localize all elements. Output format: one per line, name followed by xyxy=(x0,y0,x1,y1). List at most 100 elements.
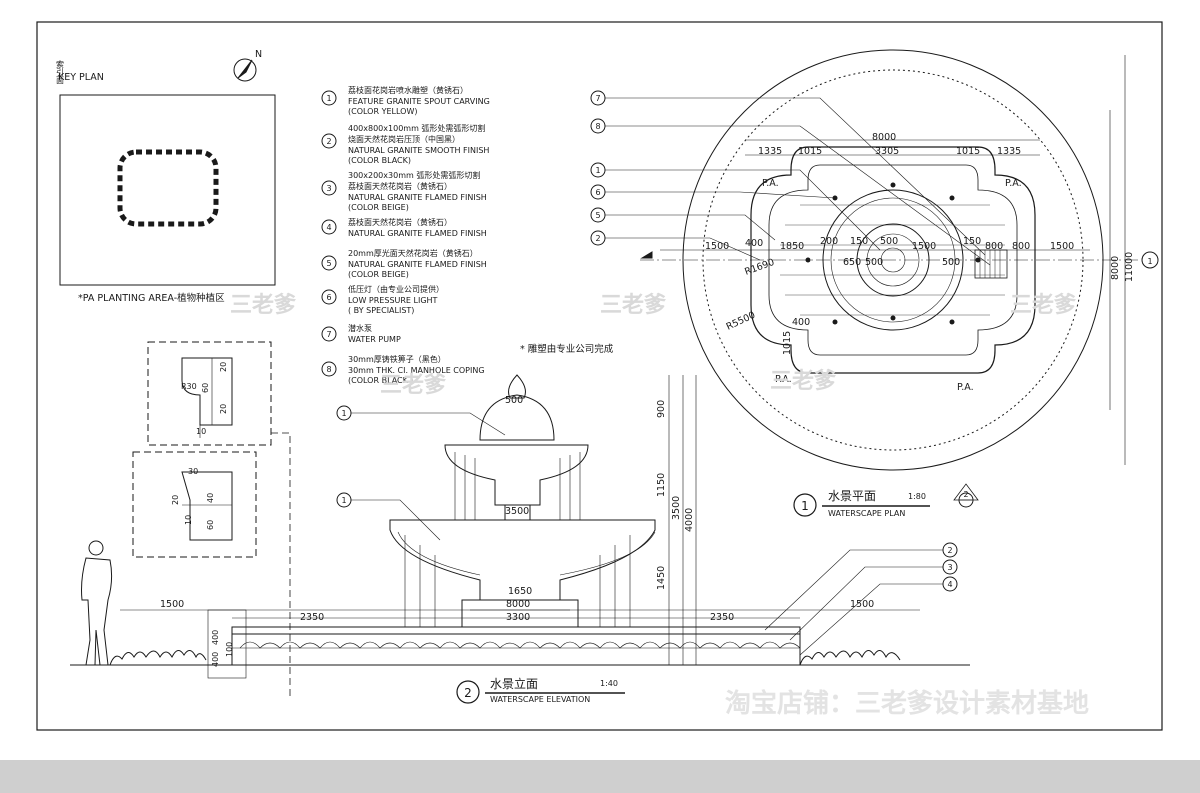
plan-dim: 200 xyxy=(820,236,838,247)
svg-text:1: 1 xyxy=(326,94,331,103)
water-jets xyxy=(404,452,631,627)
svg-text:5: 5 xyxy=(326,259,331,268)
svg-text:1: 1 xyxy=(595,166,600,175)
human-scale-figure xyxy=(81,540,113,666)
legend-item: 8 30mm厚铸铁箅子（黑色） 30mm THK. CI. MANHOLE CO… xyxy=(321,354,485,385)
pa-label: P.A. xyxy=(1005,178,1022,189)
svg-text:30mm THK. CI. MANHOLE COPING: 30mm THK. CI. MANHOLE COPING xyxy=(348,366,485,375)
svg-text:WATER PUMP: WATER PUMP xyxy=(348,335,401,344)
plan-callout: 6 xyxy=(590,184,836,200)
elev-dim: 1650 xyxy=(508,586,532,597)
watermarks: 三老爹 三老爹 三老爹 三老爹 三老爹 淘宝店铺：三老爹设计素材基地 xyxy=(230,292,1089,719)
plan-dim: 1500 xyxy=(705,241,729,252)
section-arrow xyxy=(640,251,653,259)
key-plan: KEY PLAN 索引面 N *PA PLANTING AREA-植物种植区 xyxy=(56,49,276,304)
elev-dim: 500 xyxy=(505,395,523,406)
plan-dim: 1015 xyxy=(782,331,793,355)
lower-pedestal xyxy=(461,599,579,628)
watermark-shop: 淘宝店铺：三老爹设计素材基地 xyxy=(725,688,1089,719)
waterscape-plan: 8000 1335 1015 3305 1015 1335 1500 400 1… xyxy=(590,49,1159,518)
svg-text:1: 1 xyxy=(1147,257,1152,266)
plan-dim: 1335 xyxy=(758,146,782,157)
watermark-small: 三老爹 xyxy=(380,372,447,398)
plan-callout: 7 xyxy=(590,90,986,256)
svg-text:NATURAL GRANITE FLAMED FINISH: NATURAL GRANITE FLAMED FINISH xyxy=(348,229,487,238)
plan-dim: 1335 xyxy=(997,146,1021,157)
cad-drawing: KEY PLAN 索引面 N *PA PLANTING AREA-植物种植区 1… xyxy=(36,21,1163,731)
coping-detail-lower: 30 20 40 60 10 xyxy=(132,451,257,558)
sculpture-note: * 雕塑由专业公司完成 xyxy=(520,343,614,355)
planting-area-note: *PA PLANTING AREA-植物种植区 xyxy=(78,292,225,304)
plan-dim: R5500 xyxy=(725,310,758,333)
plan-callout: 1 xyxy=(590,162,881,251)
svg-text:7: 7 xyxy=(595,94,600,103)
detail-dim: 10 xyxy=(184,515,193,525)
svg-text:3: 3 xyxy=(326,184,331,193)
plan-dim: 500 xyxy=(880,236,898,247)
detail-dim: 40 xyxy=(206,493,215,503)
pool-outline xyxy=(750,146,1036,374)
plan-dim: 8000 xyxy=(1110,256,1121,280)
legend-item: 5 20mm厚光面天然花岗岩（黄锈石） NATURAL GRANITE FLAM… xyxy=(321,248,487,279)
watermark-small: 三老爹 xyxy=(230,292,297,318)
drawing-sheet: KEY PLAN 索引面 N *PA PLANTING AREA-植物种植区 1… xyxy=(0,0,1200,760)
watermark-small: 三老爹 xyxy=(600,292,667,318)
svg-text:荔枝面天然花岗岩（黄锈石）: 荔枝面天然花岗岩（黄锈石） xyxy=(348,217,452,227)
elev-dim: 4000 xyxy=(684,508,695,532)
svg-text:2: 2 xyxy=(464,686,472,700)
svg-text:LOW PRESSURE LIGHT: LOW PRESSURE LIGHT xyxy=(348,296,438,305)
svg-text:7: 7 xyxy=(326,330,331,339)
plan-dim: 8000 xyxy=(872,132,896,143)
plan-dim: 500 xyxy=(865,257,883,268)
light-markers xyxy=(805,182,981,325)
svg-text:(COLOR BLACK): (COLOR BLACK) xyxy=(348,156,411,165)
section-ref-icon: 2 xyxy=(953,483,979,508)
svg-text:水景平面: 水景平面 xyxy=(828,489,876,503)
plan-dim: 650 xyxy=(843,257,861,268)
svg-text:8: 8 xyxy=(326,365,331,374)
detail-dim: 60 xyxy=(201,383,210,393)
top-bowl xyxy=(479,394,555,441)
svg-text:NATURAL GRANITE FLAMED FINISH: NATURAL GRANITE FLAMED FINISH xyxy=(348,193,487,202)
svg-text:5: 5 xyxy=(595,211,600,220)
material-legend: 1 荔枝面花岗岩喷水雕塑（黄锈石） FEATURE GRANITE SPOUT … xyxy=(321,85,614,385)
plan-dim: 400 xyxy=(745,238,763,249)
watermark-small: 三老爹 xyxy=(770,368,837,394)
pool-wall xyxy=(231,626,801,666)
legend-item: 1 荔枝面花岗岩喷水雕塑（黄锈石） FEATURE GRANITE SPOUT … xyxy=(321,85,490,116)
svg-text:荔枝面天然花岗岩（黄锈石）: 荔枝面天然花岗岩（黄锈石） xyxy=(348,181,452,191)
elev-dim: 1500 xyxy=(160,599,184,610)
key-plan-frame xyxy=(59,94,276,286)
plan-title: 1 水景平面 1:80 WATERSCAPE PLAN 2 xyxy=(793,483,979,518)
legend-item: 3 300x200x30mm 弧形处需弧形切割 荔枝面天然花岗岩（黄锈石） NA… xyxy=(321,170,487,212)
svg-text:8: 8 xyxy=(595,122,600,131)
elev-dim: 3500 xyxy=(505,506,529,517)
elev-dim: 1500 xyxy=(850,599,874,610)
elev-dim: 3300 xyxy=(506,612,530,623)
svg-text:4: 4 xyxy=(947,580,952,589)
svg-text:1: 1 xyxy=(341,409,346,418)
plan-callout: 8 xyxy=(590,118,991,266)
elev-dim: 2350 xyxy=(710,612,734,623)
elev-dim: 3500 xyxy=(671,496,682,520)
svg-text:烧面天然花岗岩压顶（中国黑）: 烧面天然花岗岩压顶（中国黑） xyxy=(348,134,460,144)
svg-text:(COLOR YELLOW): (COLOR YELLOW) xyxy=(348,107,417,116)
elev-callout: 3 xyxy=(789,559,958,641)
svg-text:400x800x100mm 弧形处需弧形切割: 400x800x100mm 弧形处需弧形切割 xyxy=(348,123,485,133)
plan-dim: 3305 xyxy=(875,146,899,157)
svg-text:(COLOR BLACK ): (COLOR BLACK ) xyxy=(348,376,414,385)
svg-text:WATERSCAPE PLAN: WATERSCAPE PLAN xyxy=(828,509,905,518)
legend-item: 4 荔枝面天然花岗岩（黄锈石） NATURAL GRANITE FLAMED F… xyxy=(321,217,487,238)
detail-dim: 20 xyxy=(219,362,228,372)
svg-text:2: 2 xyxy=(963,490,968,499)
shrub-left xyxy=(109,650,207,666)
svg-text:2: 2 xyxy=(595,234,600,243)
detail-dim: 30 xyxy=(188,467,198,476)
shrub-right xyxy=(799,650,901,666)
plan-dim: 800 xyxy=(985,241,1003,252)
waterscape-elevation: 1500 1500 2350 2350 8000 3300 1650 3500 … xyxy=(70,374,970,704)
svg-text:30mm厚铸铁箅子（黑色）: 30mm厚铸铁箅子（黑色） xyxy=(348,354,446,364)
svg-text:1:40: 1:40 xyxy=(600,679,618,688)
key-plan-marker xyxy=(117,149,219,227)
plan-dim: 800 xyxy=(1012,241,1030,252)
